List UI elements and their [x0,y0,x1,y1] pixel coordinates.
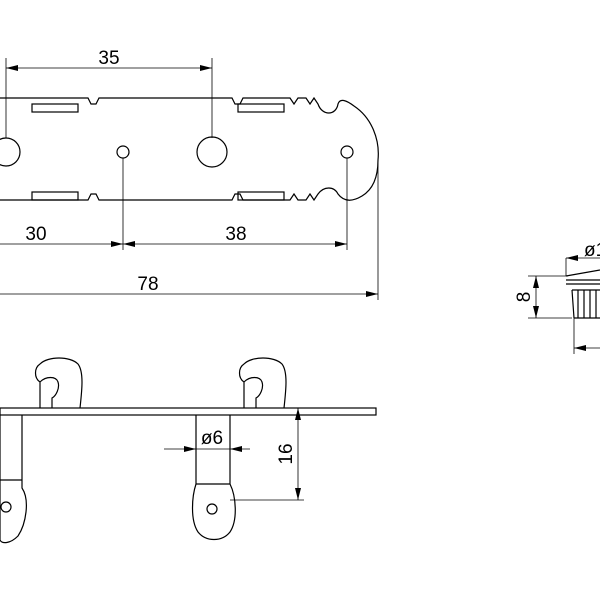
post-right [191,415,236,541]
dim-hole-spacing: 30 38 [0,158,348,250]
side-cap [565,269,600,285]
dim-label-35: 35 [98,48,119,69]
dim-label-side-dia: ø1 [584,240,600,261]
post-left [0,415,27,544]
dim-label-78: 78 [137,274,158,295]
dim-label-38: 38 [225,224,246,245]
side-body [571,289,600,319]
dim-label-30: 30 [25,224,46,245]
top-view-plate [0,96,379,202]
front-view [0,357,377,544]
dim-label-8: 8 [514,292,535,303]
slot-top-right [237,103,285,113]
hole-small-left [116,145,130,159]
slot-bottom-left [31,191,79,201]
post-right-hole [206,503,218,515]
dim-post-diameter: ø6 [164,428,250,452]
front-plate [0,407,377,416]
dim-post-height: 16 [230,408,304,501]
hole-small-right [340,145,354,159]
hook-right [238,357,287,409]
side-view: ø1 8 [514,240,600,354]
dim-label-16: 16 [276,443,297,464]
slot-top-left [31,103,79,113]
hole-large-mid [196,136,228,168]
dim-label-dia6: ø6 [201,428,223,449]
post-left-hole [0,501,12,513]
hole-large-left [0,137,21,167]
dim-top-span: 35 [5,48,213,138]
slot-bottom-right [237,191,285,201]
hook-left [34,357,83,409]
dim-total-length: 78 [0,162,379,300]
